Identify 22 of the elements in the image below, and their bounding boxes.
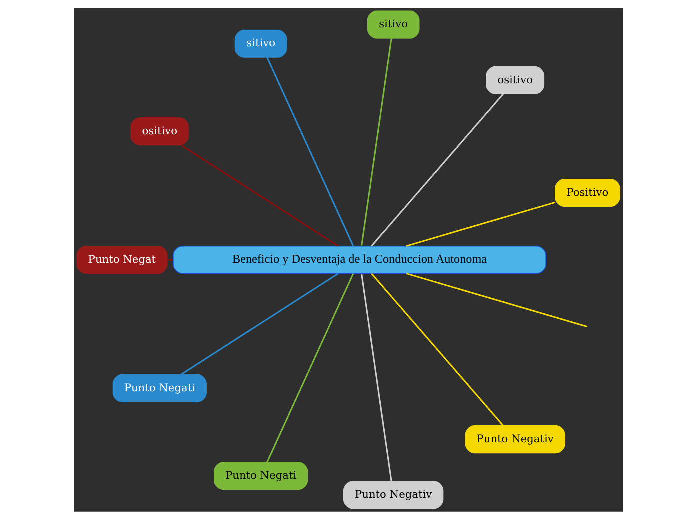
- node-box: Punto Negat: [76, 246, 168, 274]
- node-box: ositivo: [486, 66, 544, 94]
- node-box: Punto Negativ: [342, 481, 444, 510]
- connector: [266, 274, 354, 463]
- connector: [370, 273, 504, 426]
- node-box: sitivo: [366, 10, 420, 39]
- node-box: Punto Negativ: [464, 426, 565, 454]
- node-box: Beneficio y Desventaja de la Conduccion Autonoma: [172, 246, 546, 274]
- connector: [360, 38, 392, 246]
- node-box: Punto Negati: [112, 374, 206, 402]
- node-box: Positivo: [554, 179, 620, 208]
- node-box: Punto Negati: [214, 462, 308, 490]
- connector: [406, 272, 588, 328]
- node-box: sitivo: [234, 30, 287, 58]
- connector: [180, 144, 338, 247]
- node-box: ositivo: [130, 118, 189, 146]
- connector: [406, 202, 556, 248]
- connector: [370, 94, 504, 247]
- connector: [266, 57, 354, 246]
- connector: [360, 274, 392, 482]
- connector: [180, 273, 338, 376]
- connector: [167, 259, 173, 261]
